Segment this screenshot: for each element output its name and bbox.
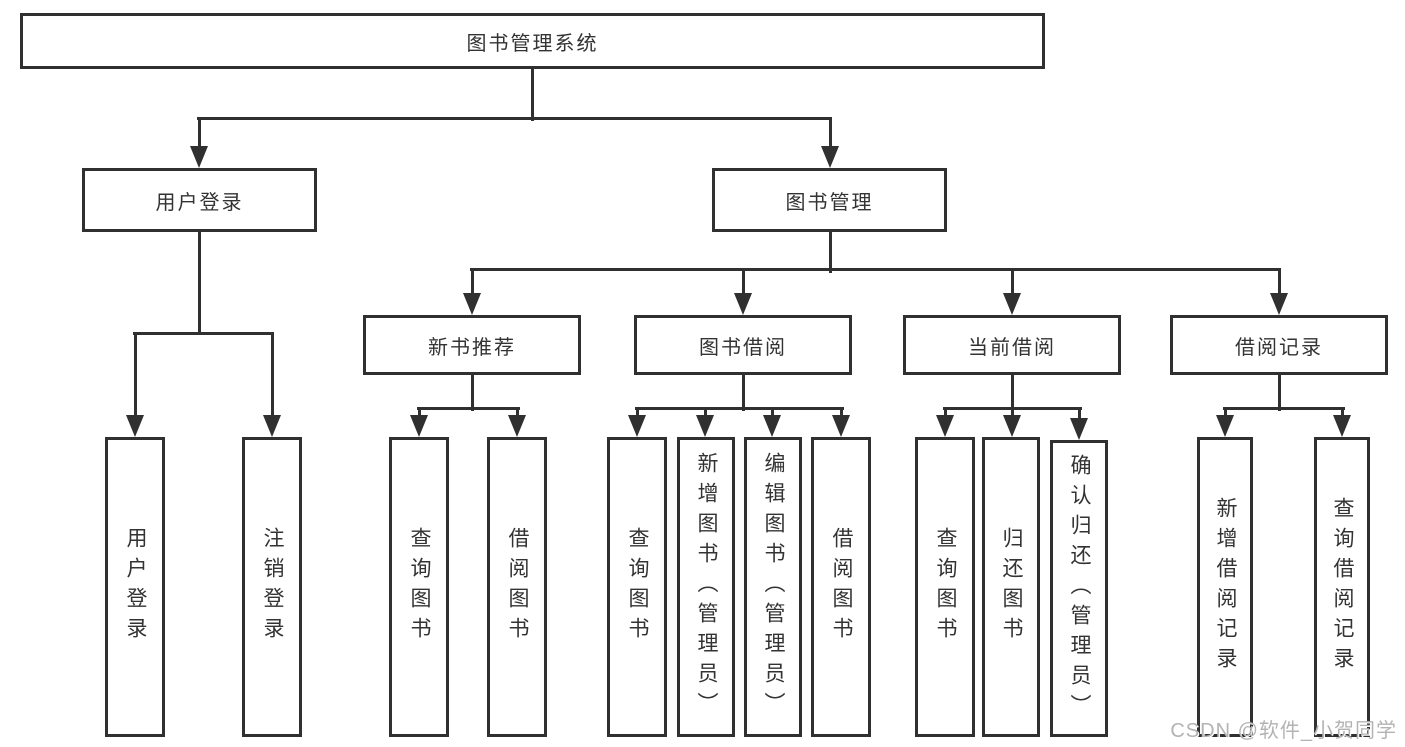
- arrowhead-down: [1070, 418, 1088, 440]
- leaf-borrow-books-recommend: 借阅图书: [487, 437, 547, 737]
- connector-line: [198, 118, 201, 148]
- node-book-borrow: 图书借阅: [634, 315, 852, 375]
- connector-line: [133, 332, 274, 335]
- connector-line: [417, 407, 520, 410]
- arrowhead-down: [1003, 415, 1021, 437]
- node-root: 图书管理系统: [20, 13, 1045, 69]
- connector-line: [742, 270, 745, 295]
- arrowhead-down: [263, 415, 281, 437]
- connector-line: [944, 407, 947, 419]
- connector-line: [134, 333, 137, 417]
- connector-line: [1224, 407, 1227, 419]
- connector-line: [1011, 407, 1014, 419]
- node-current-borrow: 当前借阅: [903, 315, 1121, 375]
- leaf-borrow-books: 借阅图书: [811, 437, 871, 737]
- node-book-management: 图书管理: [712, 168, 947, 232]
- connector-line: [829, 232, 832, 273]
- leaf-logout: 注销登录: [242, 437, 302, 737]
- connector-line: [704, 407, 707, 419]
- connector-line: [635, 407, 844, 410]
- arrowhead-down: [734, 293, 752, 315]
- leaf-edit-books-admin: 编辑图书（管理员）: [744, 437, 802, 737]
- arrowhead-down: [821, 146, 839, 168]
- connector-line: [531, 69, 534, 121]
- arrowhead-down: [1003, 293, 1021, 315]
- arrowhead-down: [628, 415, 646, 437]
- arrowhead-down: [126, 415, 144, 437]
- connector-line: [471, 270, 474, 295]
- connector-line: [1341, 407, 1344, 419]
- arrowhead-down: [696, 415, 714, 437]
- leaf-add-borrow-record: 新增借阅记录: [1197, 437, 1253, 737]
- leaf-confirm-return-admin: 确认归还（管理员）: [1050, 440, 1108, 737]
- connector-line: [1078, 407, 1081, 419]
- arrowhead-down: [832, 415, 850, 437]
- arrowhead-down: [410, 415, 428, 437]
- leaf-query-books-current: 查询图书: [915, 437, 975, 737]
- connector-line: [771, 407, 774, 419]
- leaf-query-books-recommend: 查询图书: [389, 437, 449, 737]
- connector-line: [840, 407, 843, 419]
- connector-line: [1223, 407, 1345, 410]
- connector-line: [271, 333, 274, 417]
- node-user-login: 用户登录: [82, 168, 317, 232]
- leaf-return-books: 归还图书: [982, 437, 1040, 737]
- connector-line: [742, 375, 745, 411]
- arrowhead-down: [763, 415, 781, 437]
- csdn-watermark: CSDN @软件_小贺同学: [1170, 720, 1397, 742]
- connector-line: [1011, 375, 1014, 411]
- leaf-query-books-borrow: 查询图书: [607, 437, 667, 737]
- node-borrow-records: 借阅记录: [1170, 315, 1388, 375]
- arrowhead-down: [1333, 415, 1351, 437]
- connector-line: [197, 117, 832, 120]
- arrowhead-down: [1270, 293, 1288, 315]
- connector-line: [418, 407, 421, 419]
- leaf-add-books-admin: 新增图书（管理员）: [677, 437, 735, 737]
- arrowhead-down: [463, 293, 481, 315]
- arrowhead-down: [1216, 415, 1234, 437]
- arrowhead-down: [508, 415, 526, 437]
- connector-line: [1278, 270, 1281, 295]
- connector-line: [1011, 270, 1014, 295]
- connector-line: [636, 407, 639, 419]
- connector-line: [829, 118, 832, 148]
- connector-line: [516, 407, 519, 419]
- leaf-user-login: 用户登录: [105, 437, 165, 737]
- arrowhead-down: [936, 415, 954, 437]
- connector-line: [470, 268, 1281, 271]
- arrowhead-down: [190, 146, 208, 168]
- connector-line: [198, 232, 201, 335]
- connector-line: [471, 375, 474, 411]
- connector-line: [1278, 375, 1281, 411]
- leaf-query-borrow-record: 查询借阅记录: [1314, 437, 1370, 737]
- node-new-book-recommend: 新书推荐: [363, 315, 581, 375]
